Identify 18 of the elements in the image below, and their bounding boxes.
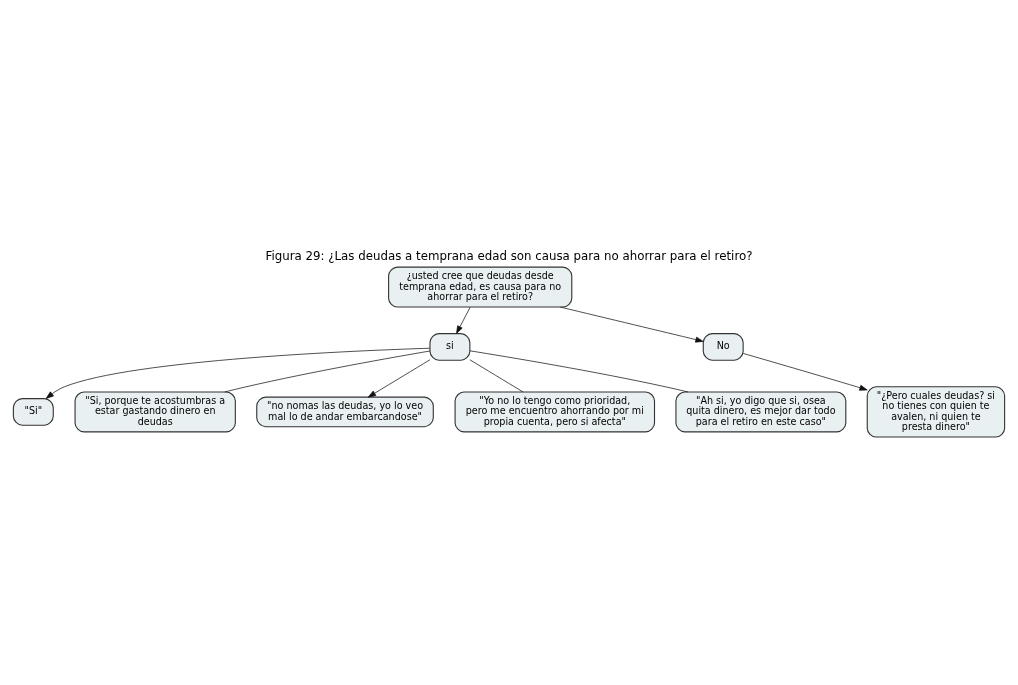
diagram-title: Figura 29: ¿Las deudas a temprana edad son causa para no ahorrar para el retiro? (265, 249, 753, 264)
arrow (367, 359, 431, 398)
connector (224, 350, 431, 393)
arrow (45, 347, 431, 399)
node-box: "Ah si, yo digo que si, osea quita dinero, es mejor dar todo para el retiro en este caso" (675, 391, 847, 433)
node-box: "¿Pero cuales deudas? si no tienes con quien te avalen, ni quien te presta dinero" (866, 386, 1006, 438)
node-box: "Yo no lo tengo como prioridad, pero me encuentro ahorrando por mi propia cuenta, pero si afecta" (454, 391, 656, 433)
node-box: ¿usted cree que deudas desde temprana edad, es causa para no ahorrar para el retiro? (388, 266, 573, 308)
connector (469, 359, 524, 393)
node-box: "no nomas las deudas, yo lo veo mal lo de andar embarcandose" (256, 396, 434, 428)
node-box: si (429, 333, 471, 361)
connector (469, 350, 689, 393)
arrow (560, 306, 704, 343)
node-box: "Si" (12, 398, 54, 426)
arrow (742, 353, 868, 391)
node-box: No (702, 333, 744, 361)
node-box: "Si, porque te acostumbras a estar gastando dinero en deudas (74, 391, 236, 433)
arrow (456, 306, 471, 334)
